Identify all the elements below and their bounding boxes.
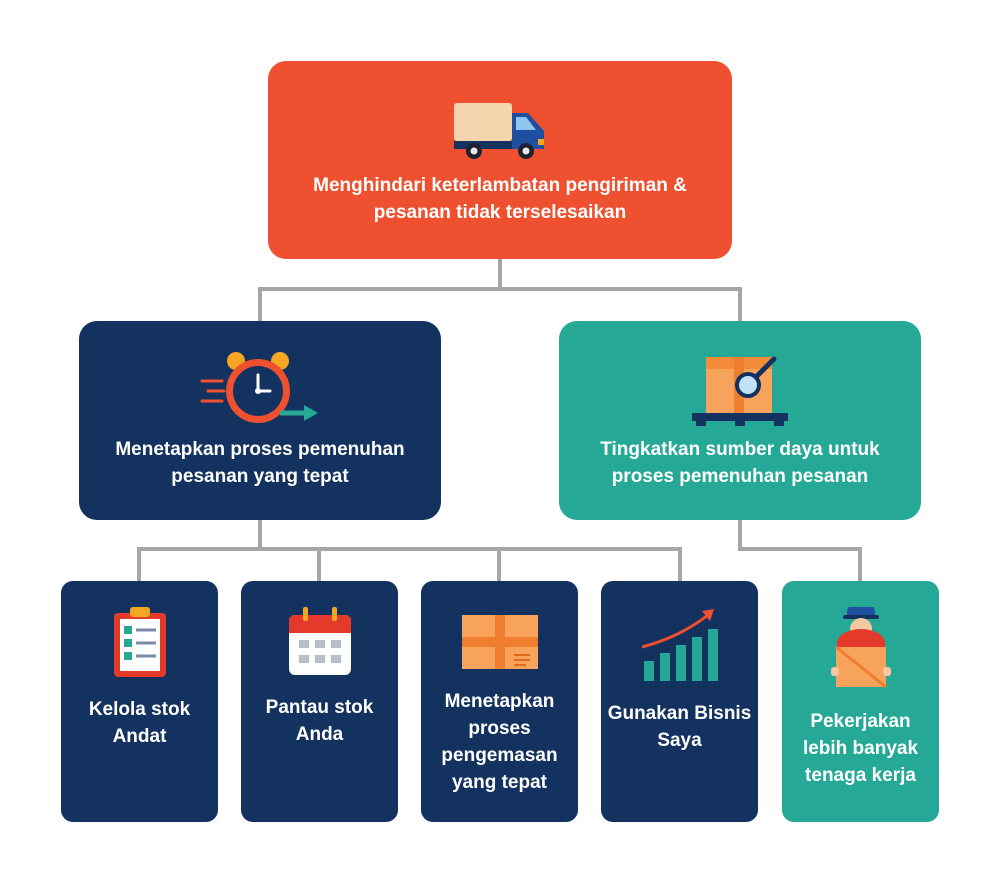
leaf-monitor-stock: Pantau stok Anda xyxy=(241,581,398,822)
leaf-use-bisnis-saya: Gunakan Bisnis Saya xyxy=(601,581,758,822)
leaf-2-label: Pantau stok Anda xyxy=(265,697,374,745)
alarm-clock-icon xyxy=(200,351,320,427)
leaf-5-label: Pekerjakan lebih banyak tenaga kerja xyxy=(802,711,919,786)
connector-right-to-leaf xyxy=(738,518,862,583)
calendar-icon xyxy=(287,607,353,677)
mid-left-label: Menetapkan proses pemenuhan pesanan yang… xyxy=(115,439,405,487)
leaf-4-label: Gunakan Bisnis Saya xyxy=(607,703,752,751)
leaf-1-label: Kelola stok Andat xyxy=(88,699,191,747)
growth-chart-icon xyxy=(640,607,720,683)
delivery-truck-icon xyxy=(450,99,550,163)
root-label: Menghindari keterlambatan pengiriman & p… xyxy=(313,175,687,223)
leaf-packaging-process: Menetapkan proses pengemasan yang tepat xyxy=(421,581,578,822)
clipboard-checklist-icon xyxy=(112,607,168,679)
leaf-3-label: Menetapkan proses pengemasan yang tepat xyxy=(441,691,558,793)
package-box-icon xyxy=(460,607,540,671)
mid-node-resources: Tingkatkan sumber daya untuk proses peme… xyxy=(559,321,921,520)
mid-right-label: Tingkatkan sumber daya untuk proses peme… xyxy=(600,439,880,487)
leaf-hire-more-workers: Pekerjakan lebih banyak tenaga kerja xyxy=(782,581,939,822)
connector-root-to-mid xyxy=(258,257,742,323)
root-node: Menghindari keterlambatan pengiriman & p… xyxy=(268,61,732,259)
worker-carrying-box-icon xyxy=(830,607,891,691)
leaf-manage-stock: Kelola stok Andat xyxy=(61,581,218,822)
mid-node-fulfillment-process: Menetapkan proses pemenuhan pesanan yang… xyxy=(79,321,441,520)
box-inspect-icon xyxy=(690,351,790,427)
connector-left-to-leaves xyxy=(137,518,682,583)
